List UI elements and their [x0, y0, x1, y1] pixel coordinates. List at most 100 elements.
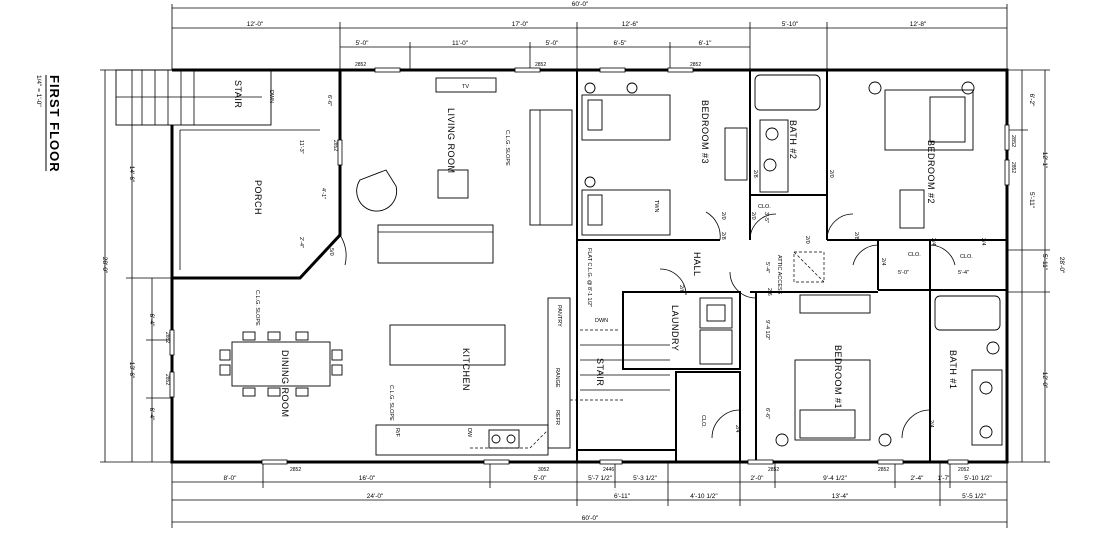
armchair [356, 169, 398, 212]
dining-table [231, 341, 331, 387]
bed-1 [794, 359, 871, 441]
range-note: RANGE [554, 368, 560, 388]
window-b2-right: 2852 [1010, 135, 1016, 147]
dim-left-1: 14'-6" [128, 166, 135, 183]
window-label: 2852 [332, 140, 338, 151]
dim-bottom-c3: 4'-10 1/2" [690, 493, 718, 500]
dim-top-3: 12'-6" [622, 21, 639, 28]
bedroom-1-label: BEDROOM #1 [833, 345, 843, 409]
door-label: 2/4 [930, 238, 936, 246]
window-label: 2852 [535, 62, 546, 68]
door-label: 2/0 [828, 170, 834, 178]
living-slope-note: C.L.G. SLOPE [504, 130, 510, 166]
nightstand-lamp [584, 82, 596, 94]
exterior-walls [170, 68, 1009, 464]
window-label: 2852 [1010, 162, 1016, 173]
clo-b2-label: CLO. [960, 254, 973, 260]
dim-bottom-10: 5'-10 1/2" [964, 475, 992, 482]
stair-mid-label: STAIR [595, 358, 605, 386]
dim-left-4: 6'-4" [148, 408, 155, 422]
porch-dim-4: 2'-4" [298, 237, 304, 248]
dining-slope-note: C.L.G. SLOPE [254, 290, 260, 326]
dim-top-overall: 60'-0" [572, 1, 589, 8]
right-dimensions: 6'-2" 12'-1" 5'-11" 5'-11" 28'-0" 12'-0" [1007, 69, 1065, 463]
dim-top-s1: 5'-0" [356, 40, 370, 47]
bath-2-label: BATH #2 [788, 120, 798, 159]
dim-bottom-3: 5'-0" [534, 475, 548, 482]
dim-right-1: 6'-2" [1028, 94, 1035, 108]
sofa-right [529, 109, 573, 226]
door-label: 3'-5" [763, 212, 769, 223]
dim-top-1: 12'-0" [247, 21, 264, 28]
dim-bottom-7: 9'-4 1/2" [823, 475, 847, 482]
refr-note: REFR [554, 410, 560, 425]
washer [699, 297, 733, 329]
porch-label: PORCH [253, 180, 263, 215]
dim-top-4: 5'-10" [782, 21, 799, 28]
windows: 2852 2852 2852 2852 2852 2852 2852 3052 … [164, 62, 1016, 473]
dim-bottom-c5: 5'-5 1/2" [962, 493, 986, 500]
laundry: LAUNDRY CLO. [670, 297, 733, 428]
dim-bottom-8: 2'-4" [911, 475, 925, 482]
window-label: 2852 [290, 467, 301, 473]
kitchen-counter [547, 297, 571, 449]
twn-note: TWN [653, 200, 659, 213]
left-dimensions: 28'-0" 14'-6" 13'-6" 6'-4" 6'-4" [100, 69, 172, 463]
vanity-1 [971, 369, 1003, 446]
dim-bottom-6: 2'-0" [751, 475, 765, 482]
clo-small-label: CLO. [758, 204, 771, 210]
kitchen-sink [488, 429, 520, 449]
dim-left-overall: 28'-0" [101, 257, 108, 274]
door-label: 6'-6" [764, 408, 770, 419]
door-label: 5'-0" [898, 270, 909, 276]
dim-bottom-1: 8'-0" [224, 475, 238, 482]
window-label: 2852 [768, 467, 779, 473]
door-label: 2/6 [678, 285, 684, 293]
bed-2 [884, 89, 974, 151]
door-label: 2/8 [720, 232, 726, 240]
title-heading: FIRST FLOOR [47, 75, 62, 173]
living-room-label: LIVING ROOM [446, 108, 456, 174]
dresser-2 [899, 189, 925, 229]
bathtub-1 [934, 295, 1001, 331]
dim-top-2: 17'-0" [512, 21, 529, 28]
porch-dim-2: 11'-3" [298, 140, 304, 154]
stair-mid: FLAT C.L.G. @ 8'-1 1/2" DWN STAIR [570, 248, 670, 401]
dim-top-s5: 6'-1" [699, 40, 713, 47]
kitchen-slope-note: C.L.G. SLOPE [388, 385, 394, 421]
window-label: 2852 [164, 374, 170, 385]
dim-bottom-2: 16'-0" [359, 475, 376, 482]
dim-bottom-c4: 13'-4" [832, 493, 849, 500]
dim-left-3: 6'-4" [148, 314, 155, 328]
dwn-top-note: DWN [268, 90, 274, 103]
bathtub-2 [754, 74, 821, 111]
dim-top-s3: 5'-0" [546, 40, 560, 47]
bed-3a [581, 94, 671, 141]
bedroom-1: BEDROOM #1 [775, 294, 892, 447]
dining-room-label: DINING ROOM [280, 350, 290, 418]
door-label: 9'-4 1/2" [764, 320, 770, 340]
kitchen: KITCHEN C.L.G. SLOPE PANTRY RANGE REFR D… [375, 297, 571, 456]
dim-bottom-c1: 24'-0" [367, 493, 384, 500]
door-label: 2/4 [928, 420, 934, 428]
door-label: 2/4 [880, 258, 886, 266]
interior-walls [576, 70, 1007, 463]
bottom-dimensions: 8'-0" 16'-0" 5'-0" 5'-7 1/2" 5'-3 1/2" 2… [171, 462, 1008, 528]
hall: HALL ATTIC ACCESS CLO. CLO. CLO. [692, 204, 973, 295]
door-label: 2/6 [766, 288, 772, 296]
dim-bottom-c2: 6'-11" [614, 493, 631, 500]
dim-top-s2: 11'-0" [452, 40, 469, 47]
porch: PORCH 6'-6" 11'-3" 4'-1" 2'-4" 5/0 [179, 95, 347, 270]
porch-door: 5/0 [328, 248, 334, 256]
dryer [699, 329, 733, 365]
window-label: 3052 [538, 467, 549, 473]
title-scale: 1/4" = 1'-0" [35, 75, 42, 107]
door-label: 2/4 [734, 425, 740, 433]
dim-right-2: 12'-1" [1041, 152, 1048, 169]
dresser-1 [799, 294, 871, 314]
bedroom-2-label: BEDROOM #2 [926, 140, 936, 204]
title-block: FIRST FLOOR 1/4" = 1'-0" [35, 75, 62, 173]
living-room: LIVING ROOM C.L.G. SLOPE TV [356, 77, 573, 264]
door-label: 2/8 [752, 170, 758, 178]
hall-label: HALL [692, 252, 702, 277]
